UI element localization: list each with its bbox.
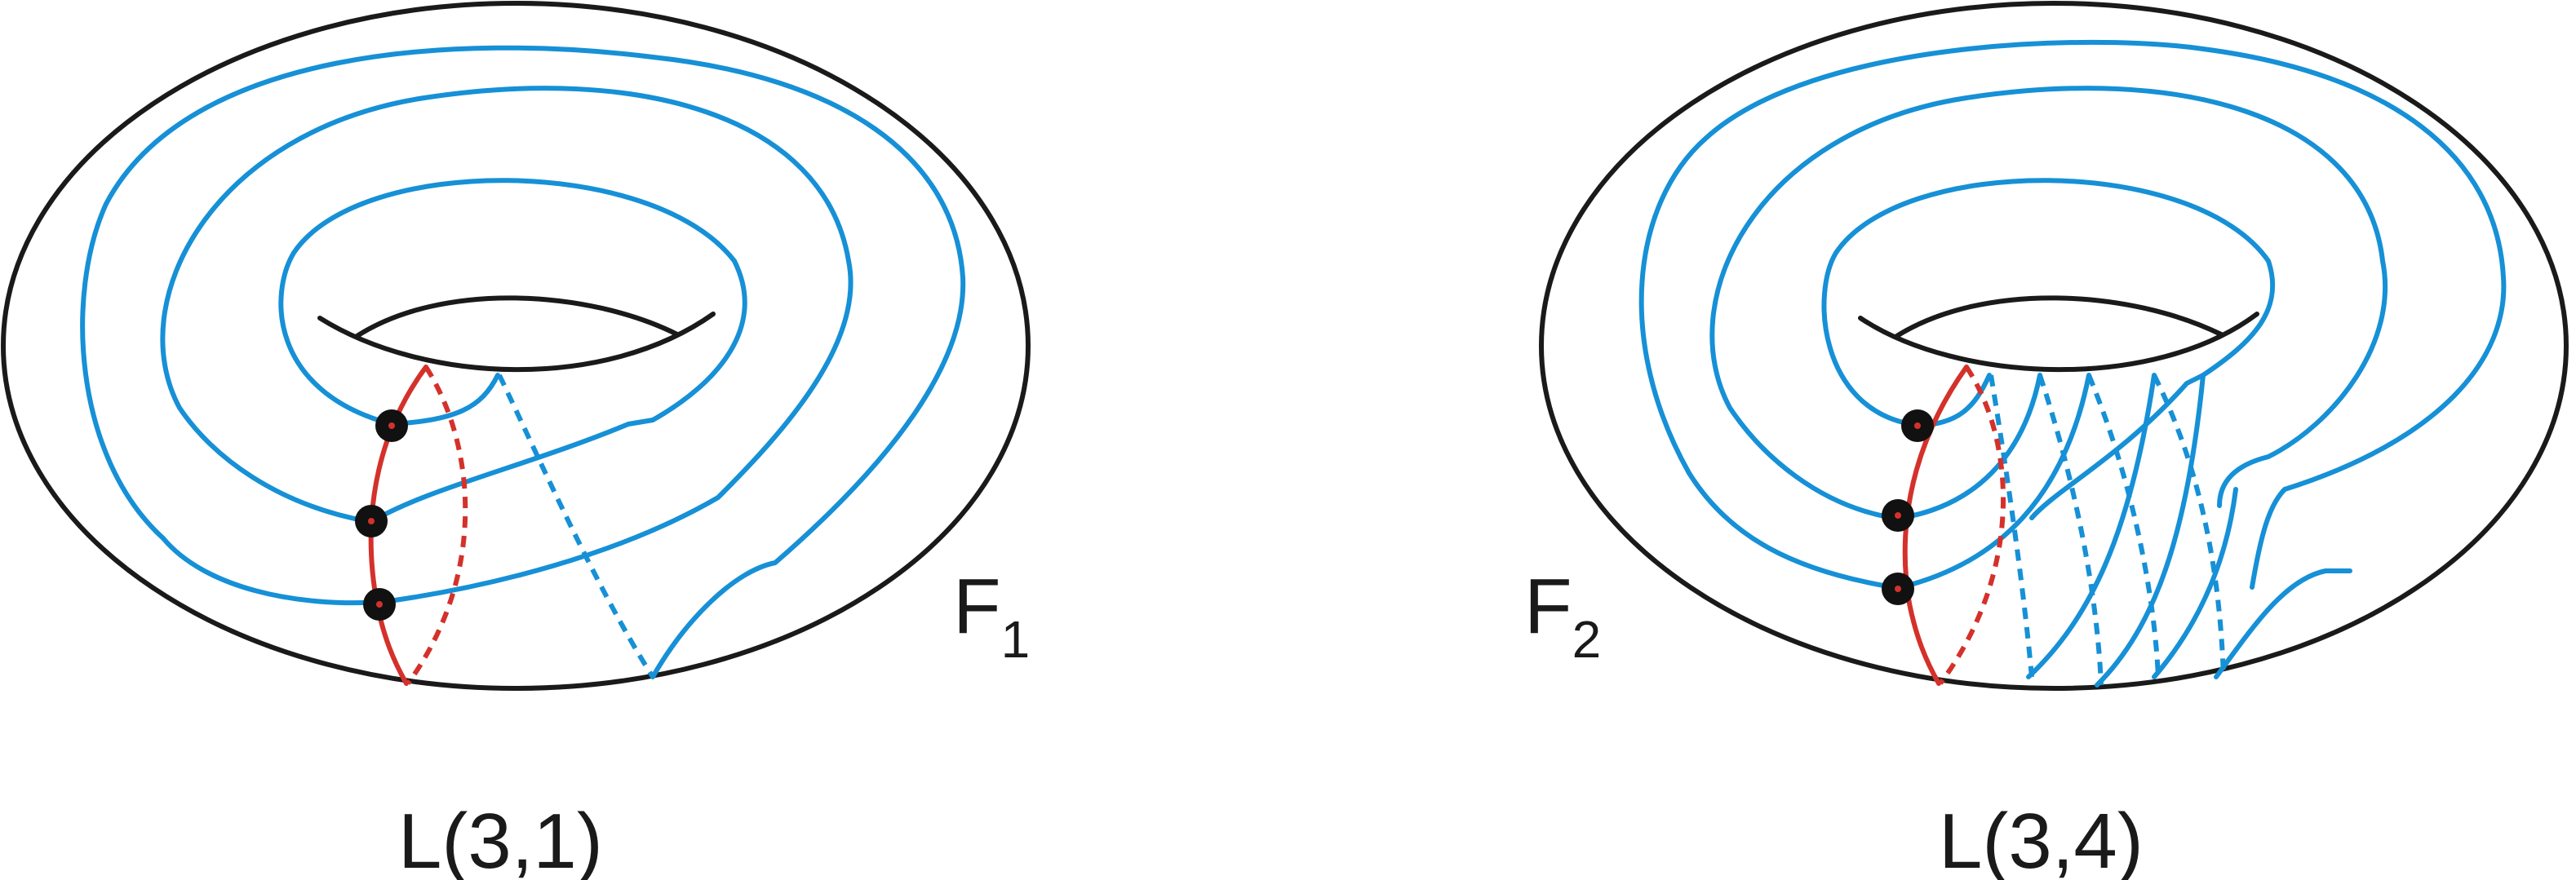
- blue-strand: [1899, 373, 2091, 590]
- blue-strand-dashed: [2037, 374, 2104, 686]
- intersection-point: [355, 505, 388, 537]
- blue-curve-tail: [2214, 568, 2352, 679]
- blue-curve-outer: [1638, 39, 2507, 590]
- red-meridian-back: [406, 365, 468, 685]
- blue-strand-dashed: [1989, 374, 2034, 678]
- torus-hole-upper-edge: [1893, 295, 2224, 339]
- torus-hole-upper-edge: [353, 295, 680, 339]
- intersection-point: [375, 409, 408, 442]
- intersection-point: [363, 588, 396, 621]
- blue-curve-end: [389, 373, 500, 427]
- lens-space-caption: L(3,1): [398, 798, 603, 880]
- torus-left: F1 L(3,1): [1, 1, 1031, 880]
- torus-outer-outline: [1, 1, 1031, 691]
- blue-curve-middle: [1709, 86, 2388, 520]
- blue-strand: [1899, 373, 2042, 520]
- torus-right: F2 L(3,4): [1524, 1, 2569, 880]
- red-meridian-back: [1938, 365, 2006, 685]
- intersection-point: [1882, 499, 1914, 532]
- blue-curve-spiral: [80, 45, 966, 679]
- surface-label: F2: [1524, 563, 1601, 669]
- intersection-point: [1901, 409, 1934, 442]
- blue-strand: [2095, 373, 2206, 688]
- red-meridian-front: [1902, 365, 1969, 686]
- torus-hole-lower-edge: [317, 312, 716, 373]
- intersection-point: [1882, 573, 1914, 605]
- surface-label: F1: [953, 563, 1030, 669]
- torus-hole-lower-edge: [1858, 312, 2259, 373]
- blue-strand: [2026, 373, 2157, 679]
- blue-strand-dashed: [2152, 374, 2226, 678]
- blue-curve-dashed: [497, 374, 655, 679]
- blue-strand-dashed: [2086, 374, 2161, 678]
- lens-space-caption: L(3,4): [1939, 798, 2144, 880]
- blue-strand: [2152, 487, 2238, 679]
- torus-outer-outline: [1539, 1, 2569, 691]
- blue-curve-inner: [1821, 178, 2276, 520]
